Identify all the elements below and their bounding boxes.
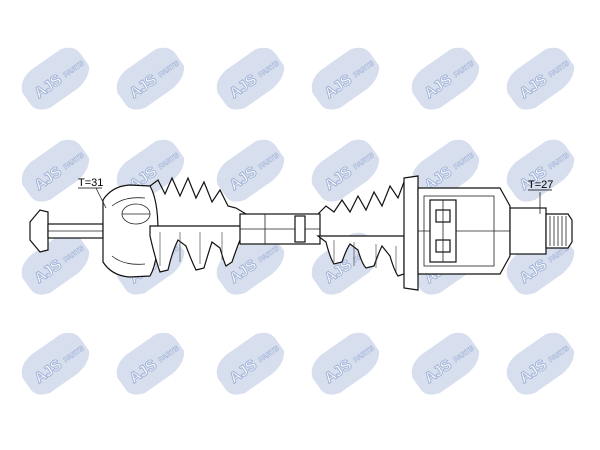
right-boot	[316, 235, 405, 277]
right-joint-housing	[403, 175, 419, 291]
drive-shaft	[29, 175, 573, 291]
left-spline-label: T=31	[78, 177, 103, 189]
left-boot-cutaway	[149, 176, 247, 215]
right-boot-cutaway	[317, 181, 405, 215]
right-spline-label: T=27	[528, 179, 553, 191]
left-hub-flange	[29, 209, 49, 253]
right-stub-shaft	[509, 207, 547, 255]
